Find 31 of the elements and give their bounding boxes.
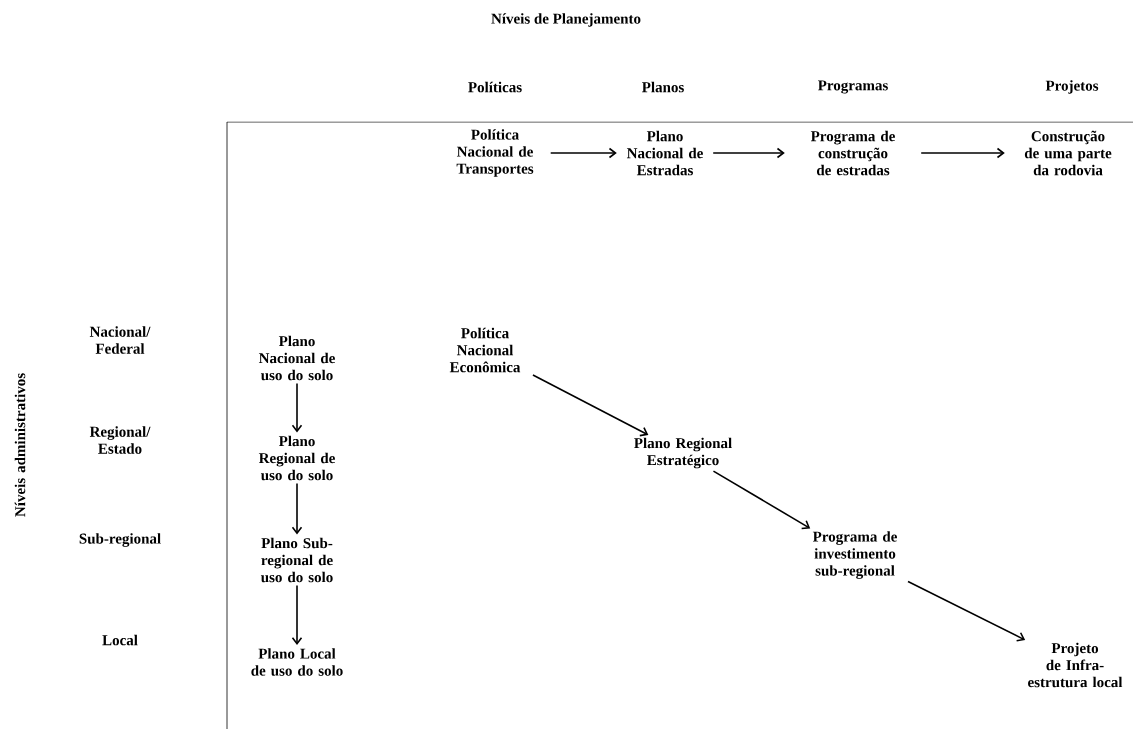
node-text: Política Nacional de Transportes [456, 129, 534, 177]
column-header: Políticas [468, 81, 522, 93]
node-text: Plano Regional Estratégico [634, 437, 732, 469]
column-header: Planos [642, 81, 684, 93]
node-text: Plano Nacional de uso do solo [258, 335, 335, 381]
axis-title: Níveis administrativos [14, 373, 26, 517]
arrow [291, 382, 303, 433]
arrow [907, 580, 1026, 642]
arrow [712, 147, 785, 159]
arrow [291, 482, 303, 535]
arrow [532, 374, 649, 437]
node-text: Programa de investimento sub-regional [812, 531, 897, 579]
node-text: Plano Nacional de Estradas [626, 130, 703, 176]
arrow [549, 147, 617, 159]
node-text: Construção de uma parte da rodovia [1024, 130, 1112, 176]
arrow [920, 147, 1005, 159]
node-text: Plano Sub-regional de uso do solo [260, 537, 333, 583]
node-text: Projeto de Infra-estrutura local [1028, 642, 1123, 688]
row-header: Regional/ Estado [89, 426, 151, 454]
arrow [712, 470, 811, 530]
node-text: Programa de construção de estradas [810, 130, 895, 176]
axis-title: Níveis de Planejamento [491, 13, 641, 27]
row-header: Nacional/ Federal [89, 326, 151, 354]
node-text: Plano Local de uso do solo [251, 648, 343, 676]
row-header: Local [102, 634, 138, 646]
node-text: Política Nacional Econômica [449, 327, 521, 373]
column-header: Programas [818, 80, 888, 94]
row-header: Sub-regional [79, 533, 161, 547]
column-header: Projetos [1045, 80, 1099, 94]
arrow [291, 584, 303, 645]
node-text: Plano Regional de uso do solo [258, 435, 335, 481]
